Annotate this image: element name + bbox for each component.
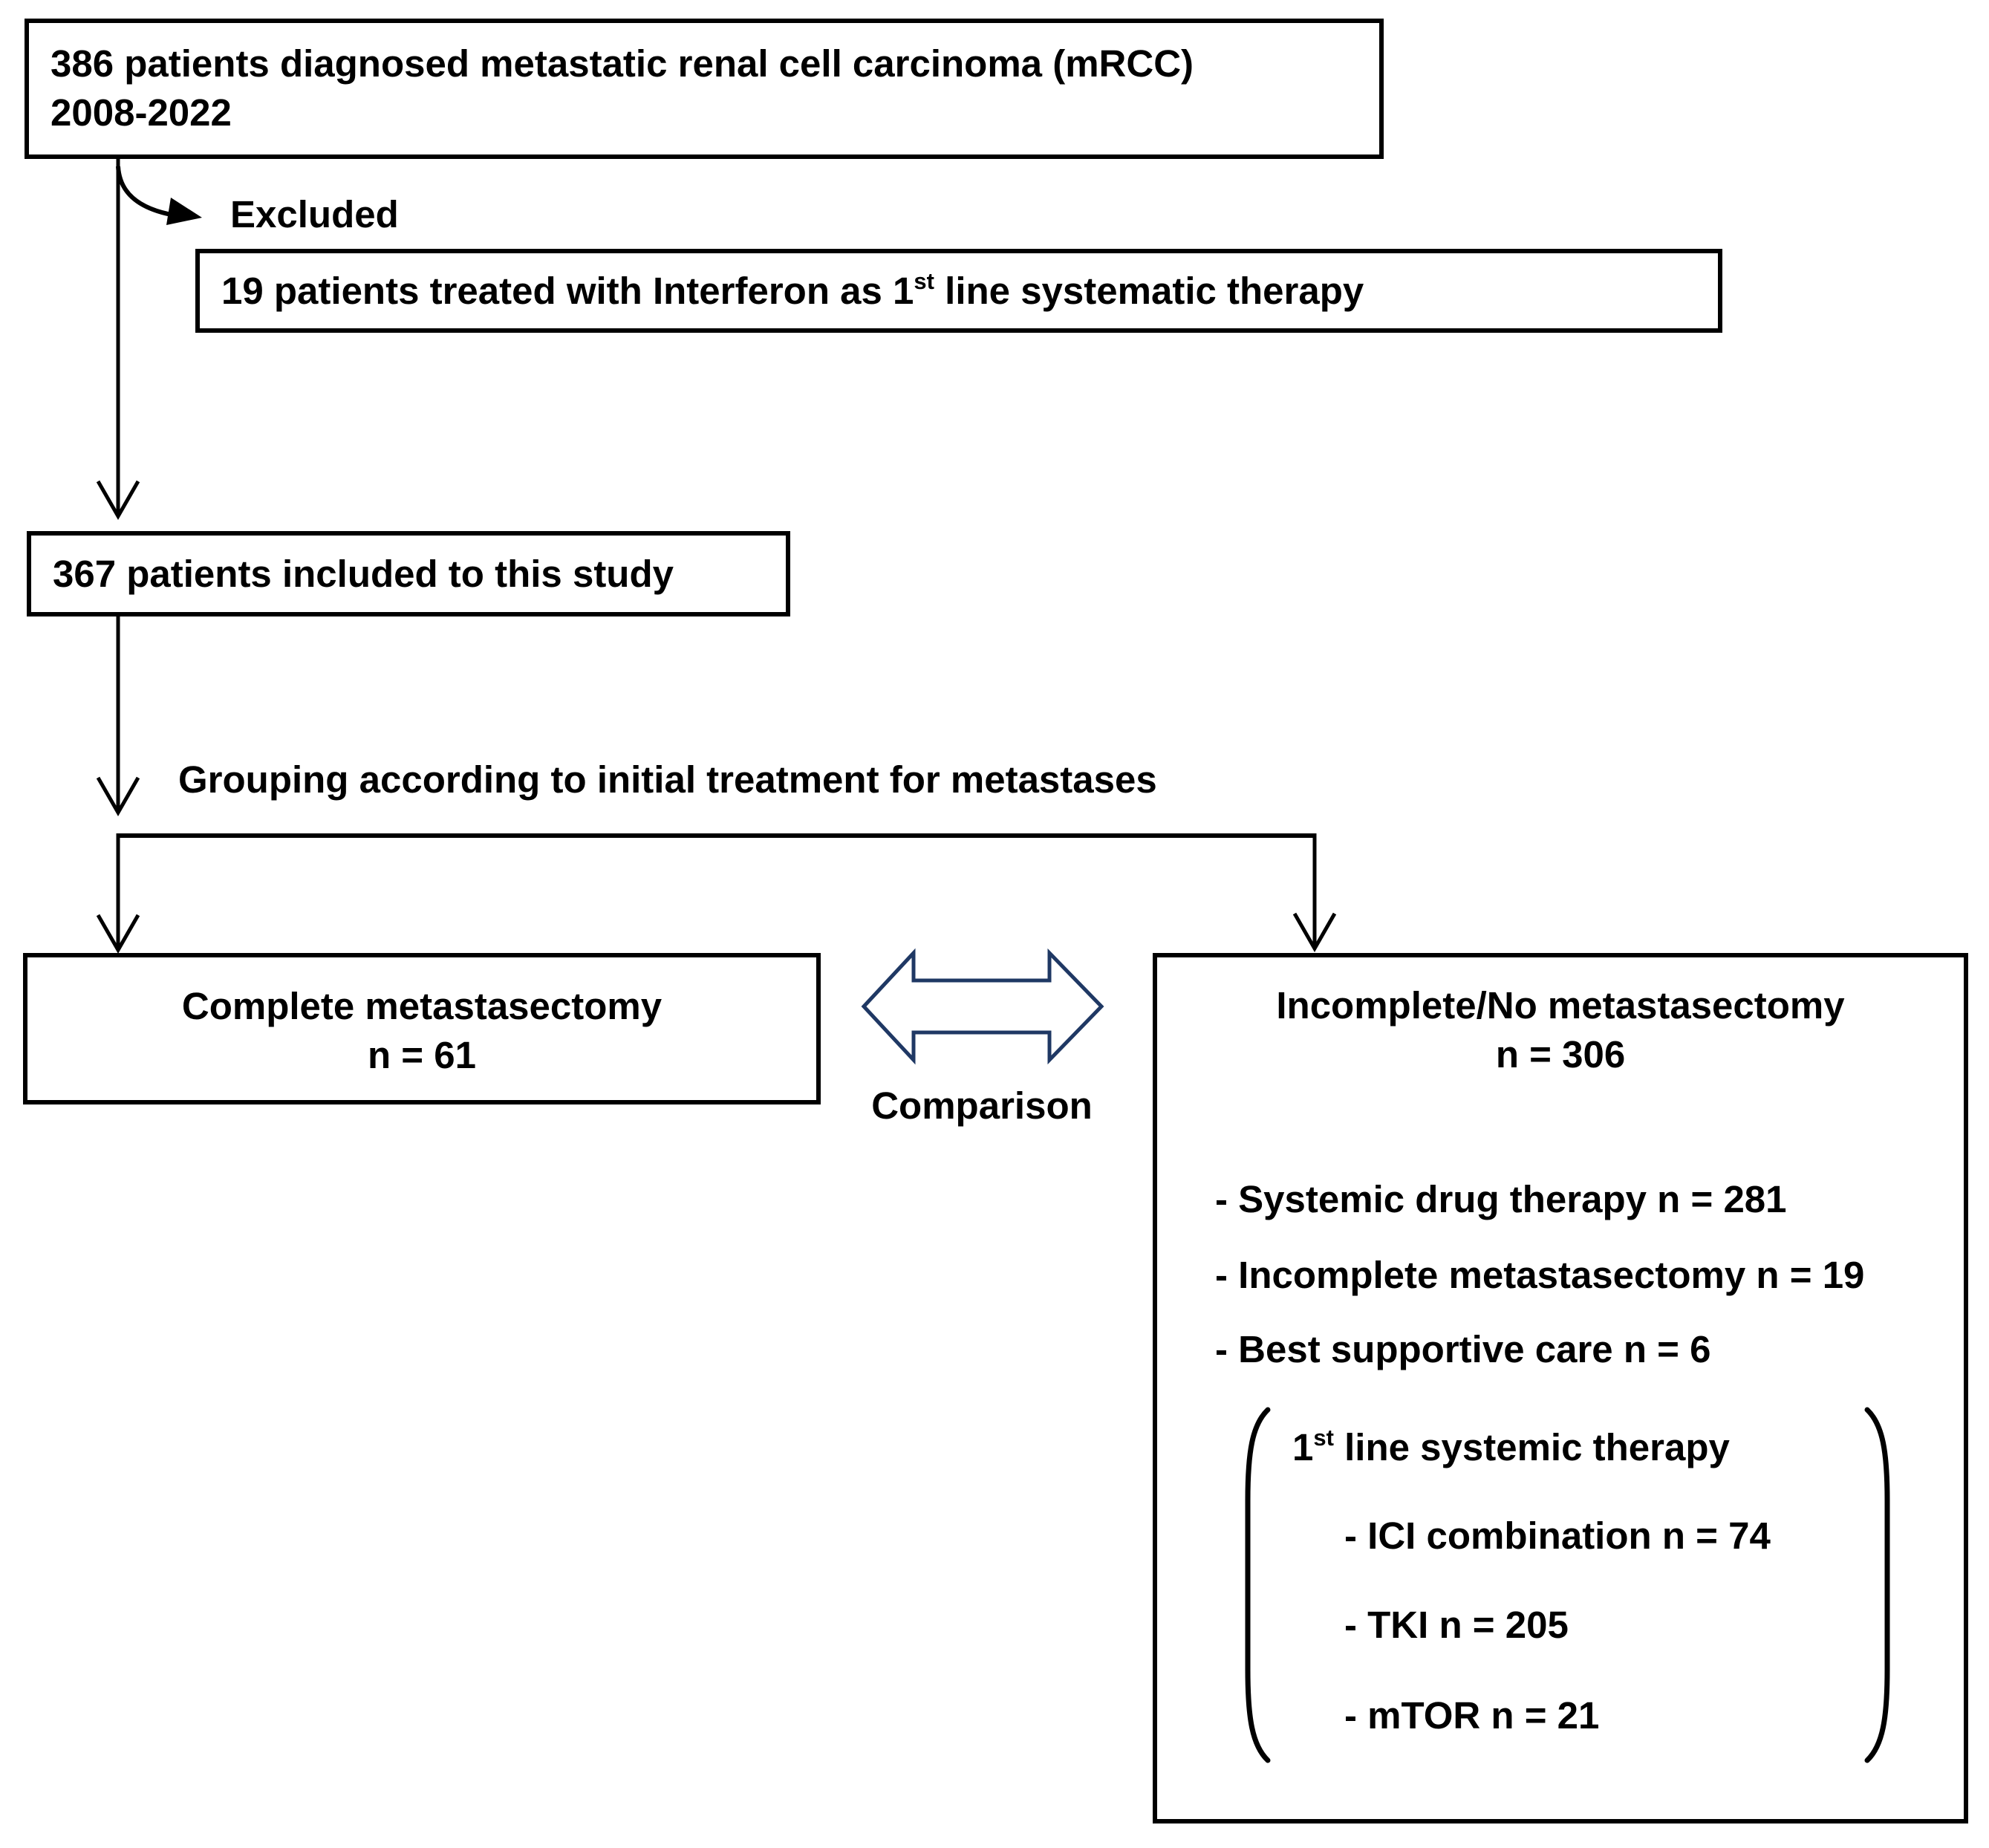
arrowhead-included-icon <box>96 480 140 521</box>
complete-metastasectomy-count: n = 61 <box>367 1034 476 1076</box>
box-incomplete-no-metastasectomy: Incomplete/No metastasectomy n = 306 - S… <box>1153 953 1968 1823</box>
included-box-text: 367 patients included to this study <box>53 552 674 595</box>
list-item-ici-combination: - ICI combination n = 74 <box>1344 1514 1771 1557</box>
box-excluded-patients: 19 patients treated with Interferon as 1… <box>195 249 1722 333</box>
diagnosed-patients-line2: 2008-2022 <box>51 91 232 134</box>
comparison-label: Comparison <box>871 1084 1093 1127</box>
first-line-title-pre: 1 <box>1292 1426 1314 1468</box>
box-included-patients: 367 patients included to this study <box>27 531 790 616</box>
excluded-text-superscript: st <box>914 267 934 294</box>
box-diagnosed-patients: 386 patients diagnosed metastatic renal … <box>25 19 1384 159</box>
first-line-therapy-group-title: 1st line systemic therapy <box>1292 1425 1730 1468</box>
comparison-double-arrow-icon <box>861 948 1104 1065</box>
diagnosed-patients-line1: 386 patients diagnosed metastatic renal … <box>51 42 1194 85</box>
arrowhead-split-icon <box>96 776 140 817</box>
list-item-mtor: - mTOR n = 21 <box>1344 1694 1600 1737</box>
grouping-label: Grouping according to initial treatment … <box>178 758 1157 801</box>
excluded-box-text: 19 patients treated with Interferon as 1… <box>221 267 1364 316</box>
list-item-incomplete-metastasectomy: - Incomplete metastasectomy n = 19 <box>1215 1254 1865 1296</box>
excluded-arrowhead-icon <box>166 198 202 225</box>
excluded-text-post: line systematic therapy <box>934 269 1364 312</box>
excluded-branch-curve <box>116 166 176 218</box>
box-complete-metastasectomy: Complete metastasectomy n = 61 <box>23 953 821 1104</box>
excluded-text-pre: 19 patients treated with Interferon as 1 <box>221 269 914 312</box>
list-item-tki: - TKI n = 205 <box>1344 1604 1569 1646</box>
list-item-systemic-drug-therapy: - Systemic drug therapy n = 281 <box>1215 1178 1787 1220</box>
arrowhead-right-box-icon <box>1292 912 1337 953</box>
list-item-best-supportive-care: - Best supportive care n = 6 <box>1215 1328 1711 1370</box>
excluded-label: Excluded <box>230 193 399 235</box>
first-line-title-superscript: st <box>1313 1425 1334 1451</box>
incomplete-metastasectomy-title: Incomplete/No metastasectomy <box>1276 984 1845 1027</box>
arrowhead-left-box-icon <box>96 914 140 954</box>
first-line-title-post: line systemic therapy <box>1333 1426 1730 1468</box>
incomplete-metastasectomy-count: n = 306 <box>1495 1033 1626 1076</box>
complete-metastasectomy-title: Complete metastasectomy <box>181 985 663 1027</box>
